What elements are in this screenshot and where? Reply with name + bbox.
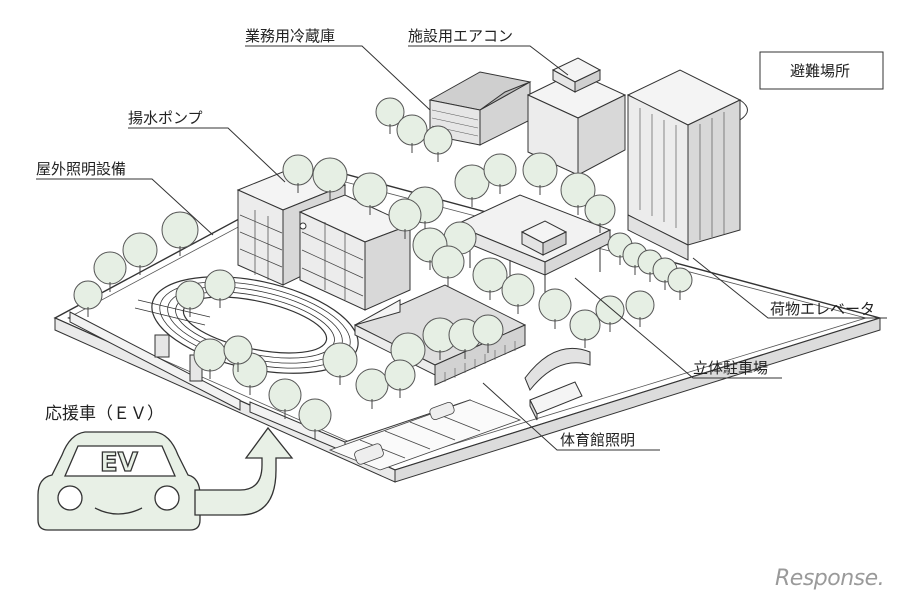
tree [472, 314, 504, 346]
tree [384, 359, 416, 391]
tree [538, 288, 572, 322]
tree [268, 378, 302, 412]
label-elevator: 荷物エレベータ [770, 300, 875, 318]
tree [282, 154, 314, 186]
leader-lines [36, 45, 887, 451]
parking-structure [453, 194, 612, 298]
tree [223, 335, 253, 365]
tree [193, 338, 227, 372]
tree [501, 273, 535, 307]
tree [396, 114, 428, 146]
label-shelter: 避難場所 [790, 62, 850, 80]
shelter-box: 避難場所 [759, 51, 884, 90]
tree [569, 309, 601, 341]
label-aircon: 施設用エアコン [408, 27, 513, 45]
tree [625, 290, 655, 320]
arrow-icon [194, 426, 294, 516]
tree [122, 232, 158, 268]
label-freezer: 業務用冷蔵庫 [245, 27, 335, 45]
label-pump: 揚水ポンプ [128, 109, 203, 127]
ev-support-car: 応援車（ＥＶ） EV [37, 404, 201, 531]
aircon-tower [526, 57, 627, 176]
tree [483, 153, 517, 187]
tree [93, 251, 127, 285]
office-tower [626, 69, 748, 261]
tree [595, 295, 625, 325]
bus-stop [524, 347, 591, 421]
tree [352, 172, 388, 208]
wooden-hall [428, 71, 532, 146]
tree [423, 125, 453, 155]
tree [667, 267, 693, 293]
tree [204, 269, 236, 301]
tree [312, 157, 348, 193]
watermark-logo: Response. [775, 566, 884, 591]
tree [355, 368, 389, 402]
label-gym-lighting: 体育館照明 [560, 431, 635, 449]
tree [584, 194, 616, 226]
tree [73, 280, 103, 310]
label-outdoor-lighting: 屋外照明設備 [36, 160, 126, 178]
parking-lot-front [328, 399, 522, 471]
ev-badge: EV [100, 448, 138, 478]
label-parking: 立体駐車場 [693, 359, 768, 377]
trees [73, 97, 693, 439]
tree [175, 280, 205, 310]
tree [161, 211, 199, 249]
tree [522, 152, 558, 188]
label-support-vehicle: 応援車（ＥＶ） [45, 404, 164, 424]
tree [322, 342, 358, 378]
tree [298, 398, 332, 432]
tree [431, 245, 465, 279]
callout-labels: 業務用冷蔵庫 施設用エアコン 揚水ポンプ 屋外照明設備 荷物エレベータ 立体駐車… [36, 27, 875, 449]
tree [388, 198, 422, 232]
